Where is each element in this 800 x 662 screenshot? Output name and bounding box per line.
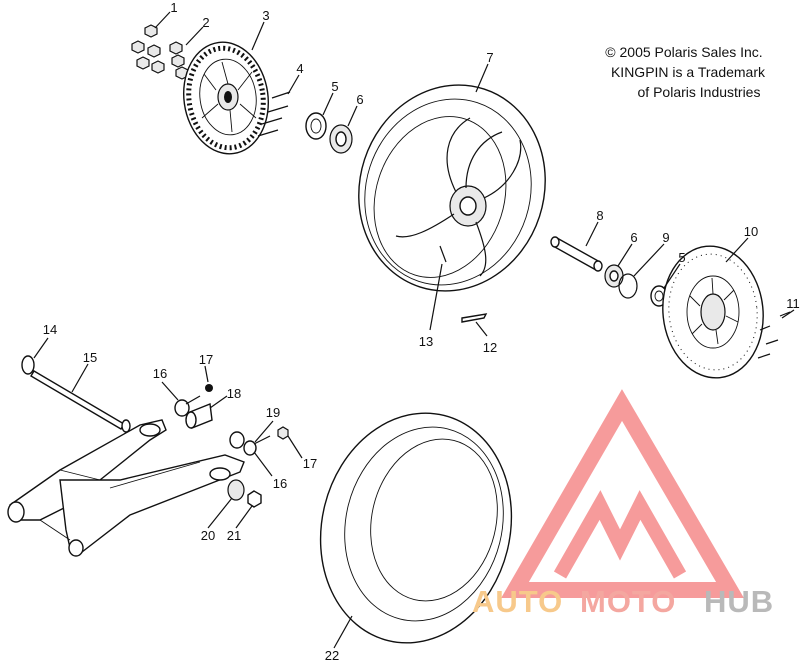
part-bushing-lower bbox=[229, 431, 245, 449]
callout-18: 18 bbox=[227, 386, 241, 401]
part-nut-upper bbox=[205, 384, 213, 392]
part-nuts-1 bbox=[131, 24, 165, 74]
watermark-text: AUTO MOTO HUB bbox=[472, 584, 774, 619]
callout-labels: 1 2 3 4 5 6 7 8 6 9 10 11 5 12 13 14 15 … bbox=[43, 0, 800, 662]
callout-6a: 6 bbox=[356, 92, 363, 107]
part-bushing-upper bbox=[185, 403, 213, 429]
callout-22: 22 bbox=[325, 648, 339, 662]
part-disc-bolts bbox=[757, 311, 791, 359]
callout-15: 15 bbox=[83, 350, 97, 365]
part-spacer-upper bbox=[174, 395, 201, 417]
callout-21: 21 bbox=[227, 528, 241, 543]
part-spacer-lower bbox=[243, 435, 271, 456]
callout-1: 1 bbox=[170, 0, 177, 15]
callout-16a: 16 bbox=[153, 366, 167, 381]
callout-8: 8 bbox=[596, 208, 603, 223]
part-brake-disc bbox=[662, 245, 764, 379]
callout-17b: 17 bbox=[303, 456, 317, 471]
callout-16b: 16 bbox=[273, 476, 287, 491]
part-nut-21 bbox=[247, 490, 262, 508]
part-rear-wheel bbox=[358, 84, 546, 292]
copyright-line-1: © 2005 Polaris Sales Inc. bbox=[605, 44, 762, 60]
part-studs bbox=[257, 91, 291, 137]
part-tire bbox=[319, 412, 513, 644]
part-bearing-right bbox=[604, 264, 624, 288]
callout-12: 12 bbox=[483, 340, 497, 355]
part-nuts-2 bbox=[169, 41, 189, 80]
part-seal-top bbox=[305, 112, 327, 140]
callout-9: 9 bbox=[662, 230, 669, 245]
watermark-logo-icon bbox=[501, 389, 744, 598]
callout-4: 4 bbox=[296, 61, 303, 76]
callout-3: 3 bbox=[262, 8, 269, 23]
part-pivot-bolt bbox=[30, 370, 131, 433]
watermark-moto: MOTO bbox=[580, 584, 676, 619]
leader-lines bbox=[33, 11, 795, 649]
part-washer bbox=[21, 355, 35, 375]
callout-5a: 5 bbox=[331, 79, 338, 94]
copyright-line-2: KINGPIN is a Trademark bbox=[611, 64, 766, 80]
callout-19: 19 bbox=[266, 405, 280, 420]
callout-13: 13 bbox=[419, 334, 433, 349]
callout-10: 10 bbox=[744, 224, 758, 239]
watermark-hub: HUB bbox=[704, 584, 774, 619]
part-cap-20 bbox=[227, 479, 245, 501]
callout-5b: 5 bbox=[678, 250, 685, 265]
part-bearing-top bbox=[329, 124, 353, 154]
callout-14: 14 bbox=[43, 322, 57, 337]
callout-11: 11 bbox=[786, 296, 800, 311]
part-valve-strip bbox=[461, 313, 488, 323]
part-axle-sleeve bbox=[550, 236, 603, 272]
watermark-auto: AUTO bbox=[472, 584, 563, 619]
part-sprocket bbox=[182, 41, 270, 155]
part-swing-arm bbox=[7, 419, 245, 557]
part-snap-ring bbox=[618, 273, 638, 299]
callout-6b: 6 bbox=[630, 230, 637, 245]
callout-7: 7 bbox=[486, 50, 493, 65]
copyright-line-3: of Polaris Industries bbox=[638, 84, 761, 100]
callout-2: 2 bbox=[202, 15, 209, 30]
callout-17a: 17 bbox=[199, 352, 213, 367]
callout-20: 20 bbox=[201, 528, 215, 543]
part-nut-lower bbox=[277, 426, 289, 440]
